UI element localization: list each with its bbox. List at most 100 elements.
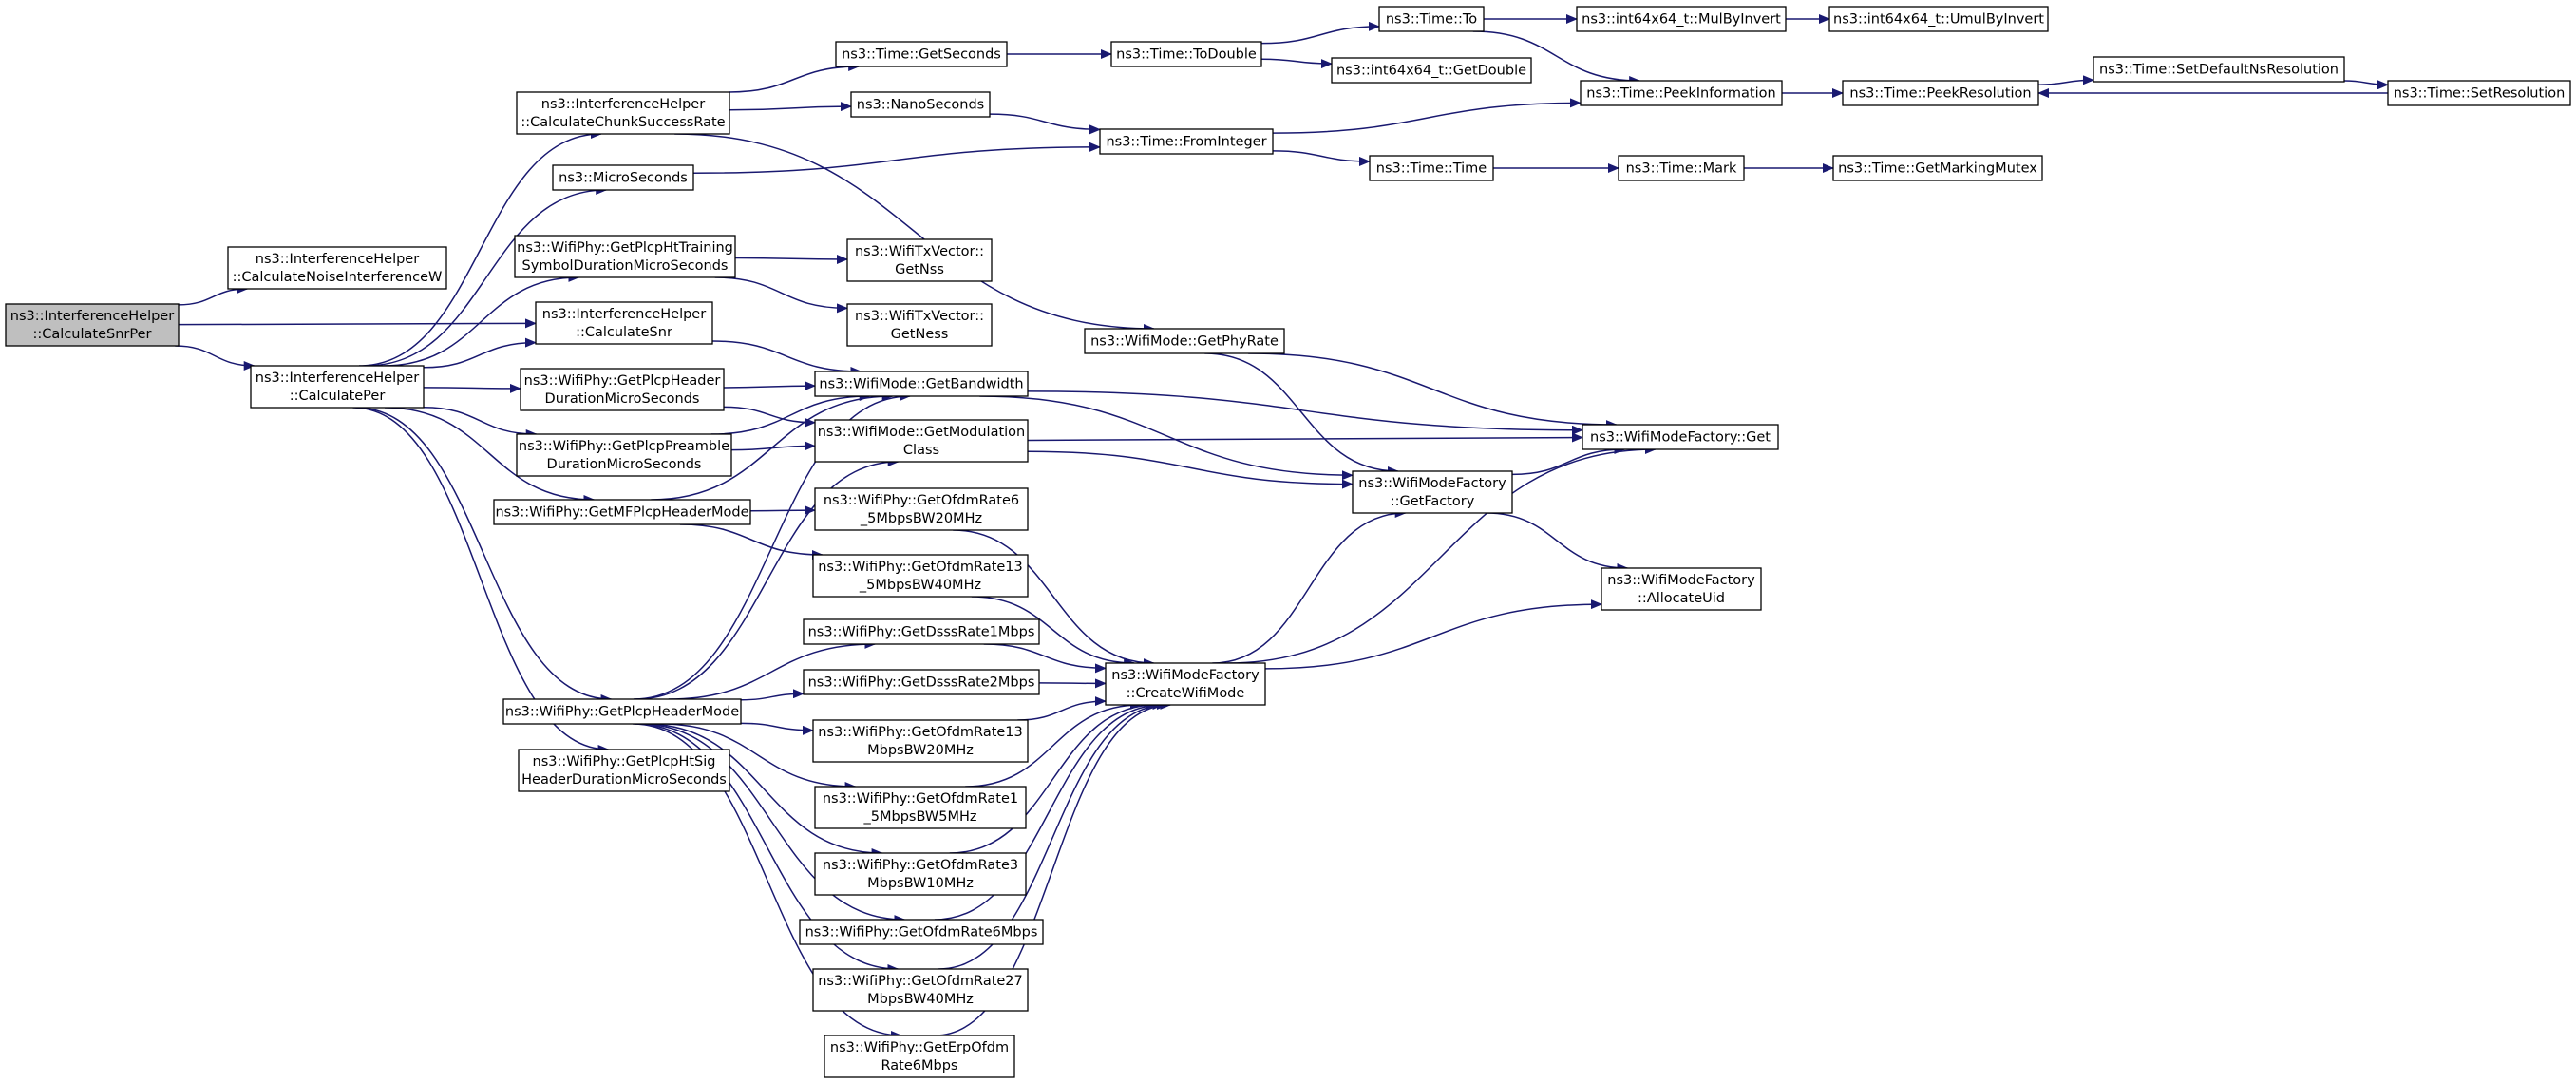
graph-node-peekRes[interactable]: ns3::Time::PeekResolution xyxy=(1842,80,2039,106)
node-box[interactable] xyxy=(514,235,736,278)
node-box[interactable] xyxy=(814,487,1029,531)
node-box[interactable] xyxy=(1378,6,1485,32)
graph-node-ofdm135[interactable]: ns3::WifiPhy::GetOfdmRate13_5MbpsBW40MHz xyxy=(812,554,1029,598)
node-box[interactable] xyxy=(493,499,751,525)
graph-node-timeTo[interactable]: ns3::Time::To xyxy=(1378,6,1485,32)
graph-node-umulByInvert[interactable]: ns3::int64x64_t::UmulByInvert xyxy=(1828,6,2049,32)
call-edge-fromInteger-to-peekInfo xyxy=(1272,98,1582,134)
node-box[interactable] xyxy=(1369,155,1494,181)
graph-node-timeMark[interactable]: ns3::Time::Mark xyxy=(1618,155,1745,181)
node-box[interactable] xyxy=(535,301,713,345)
node-box[interactable] xyxy=(552,164,694,191)
graph-node-getFactory[interactable]: ns3::WifiModeFactory::GetFactory xyxy=(1352,470,1513,514)
graph-node-plcpPreambleDur[interactable]: ns3::WifiPhy::GetPlcpPreambleDurationMic… xyxy=(516,433,732,477)
node-box[interactable] xyxy=(1828,6,2049,32)
node-box[interactable] xyxy=(803,669,1040,695)
graph-node-htSigDur[interactable]: ns3::WifiPhy::GetPlcpHtSigHeaderDuration… xyxy=(518,749,730,792)
node-label: ns3::Time::GetMarkingMutex xyxy=(1838,162,2037,177)
graph-node-getNess[interactable]: ns3::WifiTxVector::GetNess xyxy=(846,303,993,347)
graph-node-mulByInvert[interactable]: ns3::int64x64_t::MulByInvert xyxy=(1576,6,1787,32)
node-box[interactable] xyxy=(846,238,993,282)
graph-node-ofdm65[interactable]: ns3::WifiPhy::GetOfdmRate6_5MbpsBW20MHz xyxy=(814,487,1029,531)
edge-layer xyxy=(175,14,2389,1040)
node-box[interactable] xyxy=(1832,155,2043,181)
node-box[interactable] xyxy=(1580,80,1783,106)
node-box[interactable] xyxy=(814,852,1027,896)
node-box[interactable] xyxy=(1601,567,1762,611)
graph-node-allocateUid[interactable]: ns3::WifiModeFactory::AllocateUid xyxy=(1601,567,1762,611)
node-box[interactable] xyxy=(824,1035,1015,1078)
node-box[interactable] xyxy=(835,41,1008,67)
node-box[interactable] xyxy=(814,419,1029,463)
graph-node-toDouble[interactable]: ns3::Time::ToDouble xyxy=(1110,41,1262,67)
node-box[interactable] xyxy=(1582,424,1779,450)
node-box[interactable] xyxy=(518,749,730,792)
node-box[interactable] xyxy=(1110,41,1262,67)
graph-node-timeTime[interactable]: ns3::Time::Time xyxy=(1369,155,1494,181)
node-box[interactable] xyxy=(850,91,991,118)
graph-node-getSeconds[interactable]: ns3::Time::GetSeconds xyxy=(835,41,1008,67)
graph-node-getPhyRate[interactable]: ns3::WifiMode::GetPhyRate xyxy=(1084,328,1285,354)
node-box[interactable] xyxy=(1842,80,2039,106)
graph-node-mfPlcpHeaderMode[interactable]: ns3::WifiPhy::GetMFPlcpHeaderMode xyxy=(493,499,751,525)
graph-node-getMarkingMutex[interactable]: ns3::Time::GetMarkingMutex xyxy=(1832,155,2043,181)
node-box[interactable] xyxy=(1618,155,1745,181)
graph-node-calcSnrPer[interactable]: ns3::InterferenceHelper::CalculateSnrPer xyxy=(5,303,180,347)
call-edge-microSec-to-fromInteger xyxy=(692,142,1101,175)
node-box[interactable] xyxy=(2093,56,2345,83)
node-box[interactable] xyxy=(812,968,1029,1012)
graph-node-getBandwidth[interactable]: ns3::WifiMode::GetBandwidth xyxy=(814,370,1029,397)
call-edge-plcpHeaderDur-to-getBandwidth xyxy=(723,381,816,391)
node-box[interactable] xyxy=(502,698,742,725)
node-box[interactable] xyxy=(812,719,1029,763)
graph-node-dsss2[interactable]: ns3::WifiPhy::GetDsssRate2Mbps xyxy=(803,669,1040,695)
graph-node-calcPer[interactable]: ns3::InterferenceHelper::CalculatePer xyxy=(250,365,425,408)
graph-node-htTraining[interactable]: ns3::WifiPhy::GetPlcpHtTrainingSymbolDur… xyxy=(514,235,736,278)
graph-node-peekInfo[interactable]: ns3::Time::PeekInformation xyxy=(1580,80,1783,106)
node-box[interactable] xyxy=(520,368,725,411)
node-box[interactable] xyxy=(2387,80,2571,106)
node-label: ::AllocateUid xyxy=(1638,591,1725,606)
graph-node-nanoSec[interactable]: ns3::NanoSeconds xyxy=(850,91,991,118)
graph-node-setDefaultNsRes[interactable]: ns3::Time::SetDefaultNsResolution xyxy=(2093,56,2345,83)
graph-node-factoryGet[interactable]: ns3::WifiModeFactory::Get xyxy=(1582,424,1779,450)
graph-node-plcpHeaderMode[interactable]: ns3::WifiPhy::GetPlcpHeaderMode xyxy=(502,698,742,725)
node-box[interactable] xyxy=(1576,6,1787,32)
graph-node-setRes[interactable]: ns3::Time::SetResolution xyxy=(2387,80,2571,106)
graph-node-int64GetDouble[interactable]: ns3::int64x64_t::GetDouble xyxy=(1331,57,1532,84)
graph-node-createWifiMode[interactable]: ns3::WifiModeFactory::CreateWifiMode xyxy=(1105,662,1266,706)
node-box[interactable] xyxy=(5,303,180,347)
graph-node-calcNoise[interactable]: ns3::InterferenceHelper::CalculateNoiseI… xyxy=(227,246,447,290)
node-box[interactable] xyxy=(1084,328,1285,354)
node-box[interactable] xyxy=(516,91,730,135)
node-box[interactable] xyxy=(803,618,1040,645)
graph-node-ofdm6[interactable]: ns3::WifiPhy::GetOfdmRate6Mbps xyxy=(799,919,1044,945)
node-box[interactable] xyxy=(812,554,1029,598)
graph-node-fromInteger[interactable]: ns3::Time::FromInteger xyxy=(1099,128,1274,155)
graph-node-microSec[interactable]: ns3::MicroSeconds xyxy=(552,164,694,191)
node-box[interactable] xyxy=(814,370,1029,397)
node-box[interactable] xyxy=(1099,128,1274,155)
call-edge-toDouble-to-int64GetDouble xyxy=(1260,58,1333,69)
call-edge-dsss2-to-createWifiMode xyxy=(1038,678,1107,689)
graph-node-getNss[interactable]: ns3::WifiTxVector::GetNss xyxy=(846,238,993,282)
node-box[interactable] xyxy=(1331,57,1532,84)
node-box[interactable] xyxy=(250,365,425,408)
node-box[interactable] xyxy=(846,303,993,347)
graph-node-calcChunk[interactable]: ns3::InterferenceHelper::CalculateChunkS… xyxy=(516,91,730,135)
graph-node-ofdm15[interactable]: ns3::WifiPhy::GetOfdmRate1_5MbpsBW5MHz xyxy=(814,786,1027,829)
graph-node-dsss1[interactable]: ns3::WifiPhy::GetDsssRate1Mbps xyxy=(803,618,1040,645)
graph-node-calcSnr[interactable]: ns3::InterferenceHelper::CalculateSnr xyxy=(535,301,713,345)
node-box[interactable] xyxy=(227,246,447,290)
graph-node-plcpHeaderDur[interactable]: ns3::WifiPhy::GetPlcpHeaderDurationMicro… xyxy=(520,368,725,411)
node-box[interactable] xyxy=(1105,662,1266,706)
node-box[interactable] xyxy=(1352,470,1513,514)
node-box[interactable] xyxy=(799,919,1044,945)
node-box[interactable] xyxy=(814,786,1027,829)
node-box[interactable] xyxy=(516,433,732,477)
